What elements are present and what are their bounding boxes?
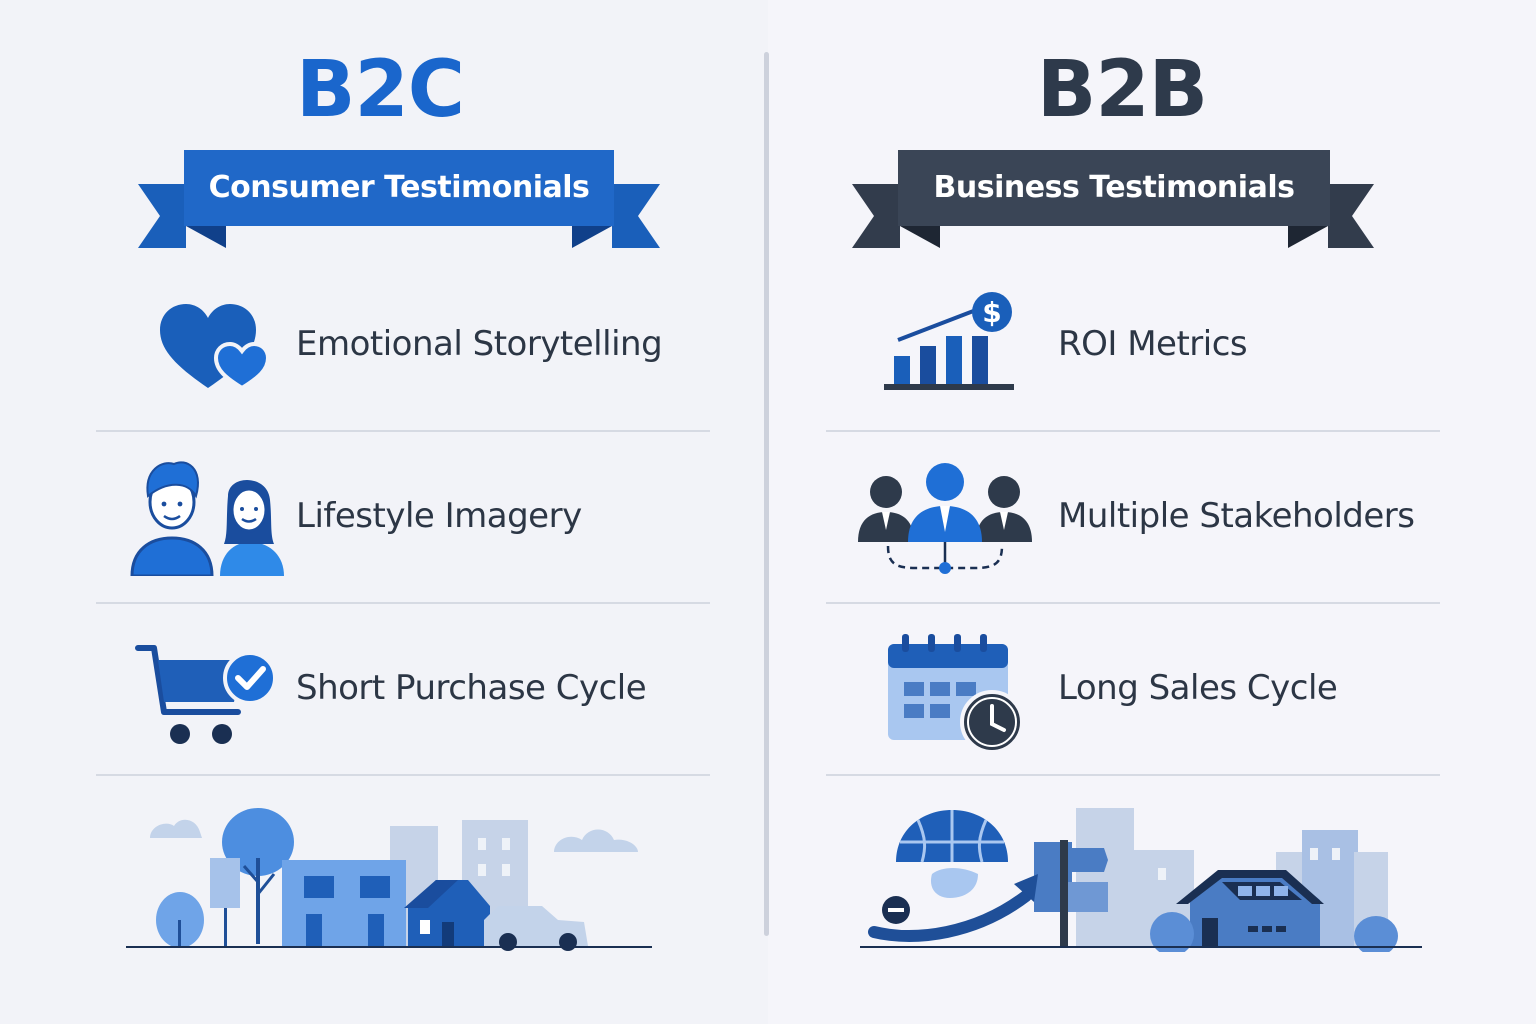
b2c-item-label-1: Emotional Storytelling	[296, 324, 663, 364]
b2c-row-emotional-storytelling: Emotional Storytelling	[96, 260, 710, 432]
b2b-ribbon-label: Business Testimonials	[933, 170, 1295, 205]
b2b-column: B2B Business Testimonials $ ROI Metrics	[768, 0, 1536, 1024]
bar-chart-dollar-icon: $	[884, 292, 1014, 390]
b2b-separator-3	[826, 774, 1440, 776]
b2c-heading: B2C	[296, 45, 465, 135]
b2c-column: B2C Consumer Testimonials Emotional Stor…	[96, 45, 710, 951]
b2c-item-label-3: Short Purchase Cycle	[296, 668, 647, 708]
b2c-separator-3	[96, 774, 710, 776]
hearts-icon	[160, 304, 271, 391]
b2c-separator-1	[96, 430, 710, 432]
svg-text:$: $	[982, 296, 1001, 329]
stakeholders-icon	[858, 463, 1032, 574]
b2c-separator-2	[96, 602, 710, 604]
b2b-item-label-1: ROI Metrics	[1058, 324, 1248, 364]
b2c-row-short-purchase-cycle: Short Purchase Cycle	[96, 604, 710, 776]
b2c-row-lifestyle-imagery: Lifestyle Imagery	[96, 432, 710, 604]
b2b-separator-1	[826, 430, 1440, 432]
city-street-scene	[126, 808, 652, 951]
b2c-ribbon: Consumer Testimonials	[136, 150, 662, 250]
b2b-row-multiple-stakeholders: Multiple Stakeholders	[826, 432, 1440, 604]
b2c-item-label-2: Lifestyle Imagery	[296, 496, 582, 536]
b2b-ribbon: Business Testimonials	[852, 150, 1376, 250]
b2b-row-long-sales-cycle: Long Sales Cycle	[826, 604, 1440, 776]
b2b-item-label-2: Multiple Stakeholders	[1058, 496, 1415, 536]
b2c-ribbon-label: Consumer Testimonials	[208, 170, 590, 205]
calendar-clock-icon	[888, 634, 1024, 754]
couple-icon	[130, 461, 284, 576]
global-business-scene	[860, 808, 1422, 952]
b2b-heading: B2B	[1036, 45, 1208, 135]
column-divider	[764, 52, 769, 936]
shopping-cart-check-icon	[135, 645, 277, 744]
b2b-row-roi-metrics: $ ROI Metrics	[826, 260, 1440, 432]
b2b-separator-2	[826, 602, 1440, 604]
b2b-item-label-3: Long Sales Cycle	[1058, 668, 1338, 708]
